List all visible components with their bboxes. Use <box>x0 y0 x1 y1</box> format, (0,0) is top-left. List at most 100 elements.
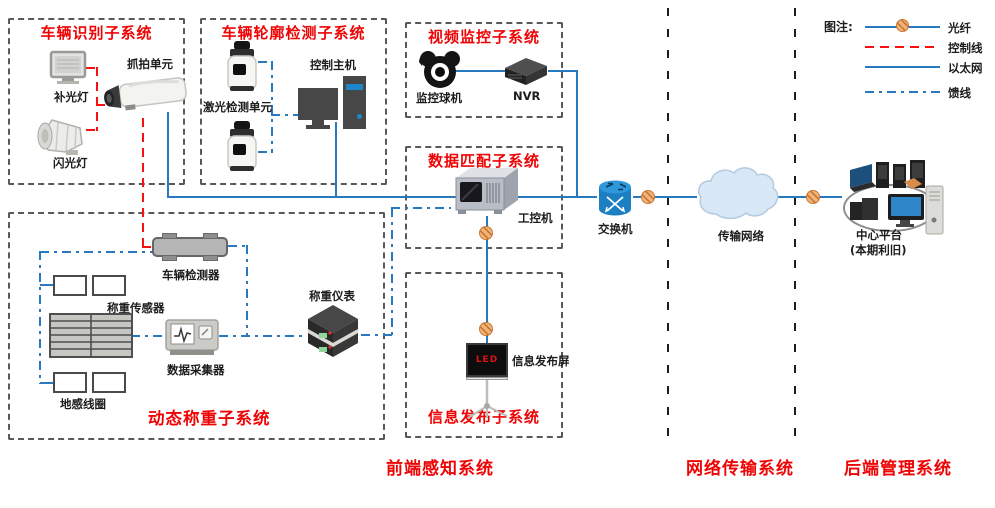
control-line <box>142 118 144 248</box>
led-screen-text: LED <box>475 355 499 365</box>
ethernet-line <box>40 284 54 286</box>
weigh-indicator-label: 称重仪表 <box>309 289 355 303</box>
title-contour: 车辆轮廓检测子系统 <box>221 24 366 42</box>
ground-loop-label: 地感线圈 <box>60 397 106 411</box>
ground-loop-icon <box>92 275 126 296</box>
fill-light-label: 补光灯 <box>54 90 89 104</box>
ethernet-trunk-line <box>167 196 597 198</box>
ethernet-line <box>576 70 578 198</box>
feeder-line <box>219 335 303 337</box>
title-weigh: 动态称重子系统 <box>148 409 271 428</box>
control-line <box>142 246 156 248</box>
feeder-line <box>228 245 248 247</box>
legend-control-label: 控制线 <box>948 41 983 55</box>
box-vehicle-id <box>8 18 185 185</box>
ethernet-line <box>548 70 578 72</box>
legend-fiber-splice-icon <box>896 19 909 32</box>
nvr-label: NVR <box>513 89 541 103</box>
section-network-label: 网络传输系统 <box>686 459 794 479</box>
dome-camera-label: 监控球机 <box>416 91 462 105</box>
vehicle-detector-icon <box>152 237 228 257</box>
fiber-splice-icon <box>479 322 493 336</box>
feeder-line <box>40 251 153 253</box>
feeder-line <box>258 61 273 63</box>
flash-light-icon <box>36 116 90 162</box>
separator-network-left <box>667 8 669 442</box>
central-platform-icon <box>838 156 948 252</box>
industrial-pc-label: 工控机 <box>518 211 553 225</box>
weigh-sensor-label: 称重传感器 <box>107 301 165 315</box>
box-weigh <box>8 212 385 440</box>
box-publish <box>405 272 563 438</box>
control-host-tower-icon <box>343 76 366 129</box>
fiber-splice-icon <box>641 190 655 204</box>
ethernet-line <box>40 382 54 384</box>
ethernet-line <box>448 70 506 72</box>
legend-ethernet-line <box>865 66 940 68</box>
control-host-monitor-icon <box>298 88 338 120</box>
legend-fiber-label: 光纤 <box>948 21 971 35</box>
cloud-icon <box>694 166 780 226</box>
feeder-line <box>391 208 393 336</box>
control-line <box>86 129 98 131</box>
capture-camera-icon <box>100 70 190 124</box>
dome-camera-icon <box>418 50 462 94</box>
vehicle-detector-tab <box>162 255 177 261</box>
vehicle-detector-tab <box>162 233 177 239</box>
flash-light-label: 闪光灯 <box>53 156 88 170</box>
nvr-icon <box>503 55 549 91</box>
ground-loop-icon <box>92 372 126 393</box>
vehicle-detector-label: 车辆检测器 <box>162 268 220 282</box>
weighbridge-grid-icon <box>49 313 133 362</box>
fiber-splice-icon <box>479 226 493 240</box>
section-front-label: 前端感知系统 <box>386 459 494 479</box>
vehicle-detector-tab <box>203 233 218 239</box>
legend-control-line <box>865 46 940 48</box>
feeder-line <box>246 245 248 336</box>
legend-feeder-label: 馈线 <box>948 86 971 100</box>
title-vehicle-id: 车辆识别子系统 <box>40 24 153 42</box>
central-platform-label-2: (本期利旧) <box>850 243 907 257</box>
feeder-line <box>391 207 451 209</box>
title-match: 数据匹配子系统 <box>427 152 540 170</box>
fiber-line <box>633 196 697 198</box>
led-screen-tripod-icon <box>460 380 516 426</box>
switch-icon <box>596 178 634 222</box>
control-host-stand-icon <box>312 120 324 125</box>
feeder-line <box>271 61 273 153</box>
section-backend-label: 后端管理系统 <box>844 459 952 479</box>
ethernet-line <box>167 112 169 197</box>
ethernet-line <box>335 122 337 197</box>
fiber-splice-icon <box>806 190 820 204</box>
ground-loop-icon <box>53 275 87 296</box>
feeder-line <box>39 251 41 384</box>
fiber-line <box>486 216 488 345</box>
legend-title: 图注: <box>824 20 853 34</box>
laser-unit-label: 激光检测单元 <box>203 100 272 114</box>
info-screen-label: 信息发布屏 <box>512 354 570 368</box>
control-host-label: 控制主机 <box>310 58 356 72</box>
led-screen-base <box>466 377 508 380</box>
industrial-pc-icon <box>448 166 520 222</box>
separator-backend-left <box>794 8 796 442</box>
data-collector-icon <box>164 317 220 363</box>
laser-unit-icon <box>225 120 259 178</box>
control-line <box>96 67 98 131</box>
control-line <box>96 104 108 106</box>
feeder-line <box>258 151 273 153</box>
control-line <box>86 67 98 69</box>
feeder-line <box>131 335 165 337</box>
capture-camera-label: 抓拍单元 <box>127 57 173 71</box>
cloud-label: 传输网络 <box>718 229 764 243</box>
title-publish: 信息发布子系统 <box>427 408 540 426</box>
feeder-line <box>271 114 299 116</box>
data-collector-label: 数据采集器 <box>167 363 225 377</box>
legend-feeder-line <box>865 91 940 93</box>
box-contour <box>200 18 387 185</box>
feeder-line <box>361 334 392 336</box>
switch-label: 交换机 <box>598 222 633 236</box>
central-platform-label-1: 中心平台 <box>856 228 902 242</box>
legend-ethernet-label: 以太网 <box>948 61 983 75</box>
fill-light-icon <box>48 50 88 92</box>
